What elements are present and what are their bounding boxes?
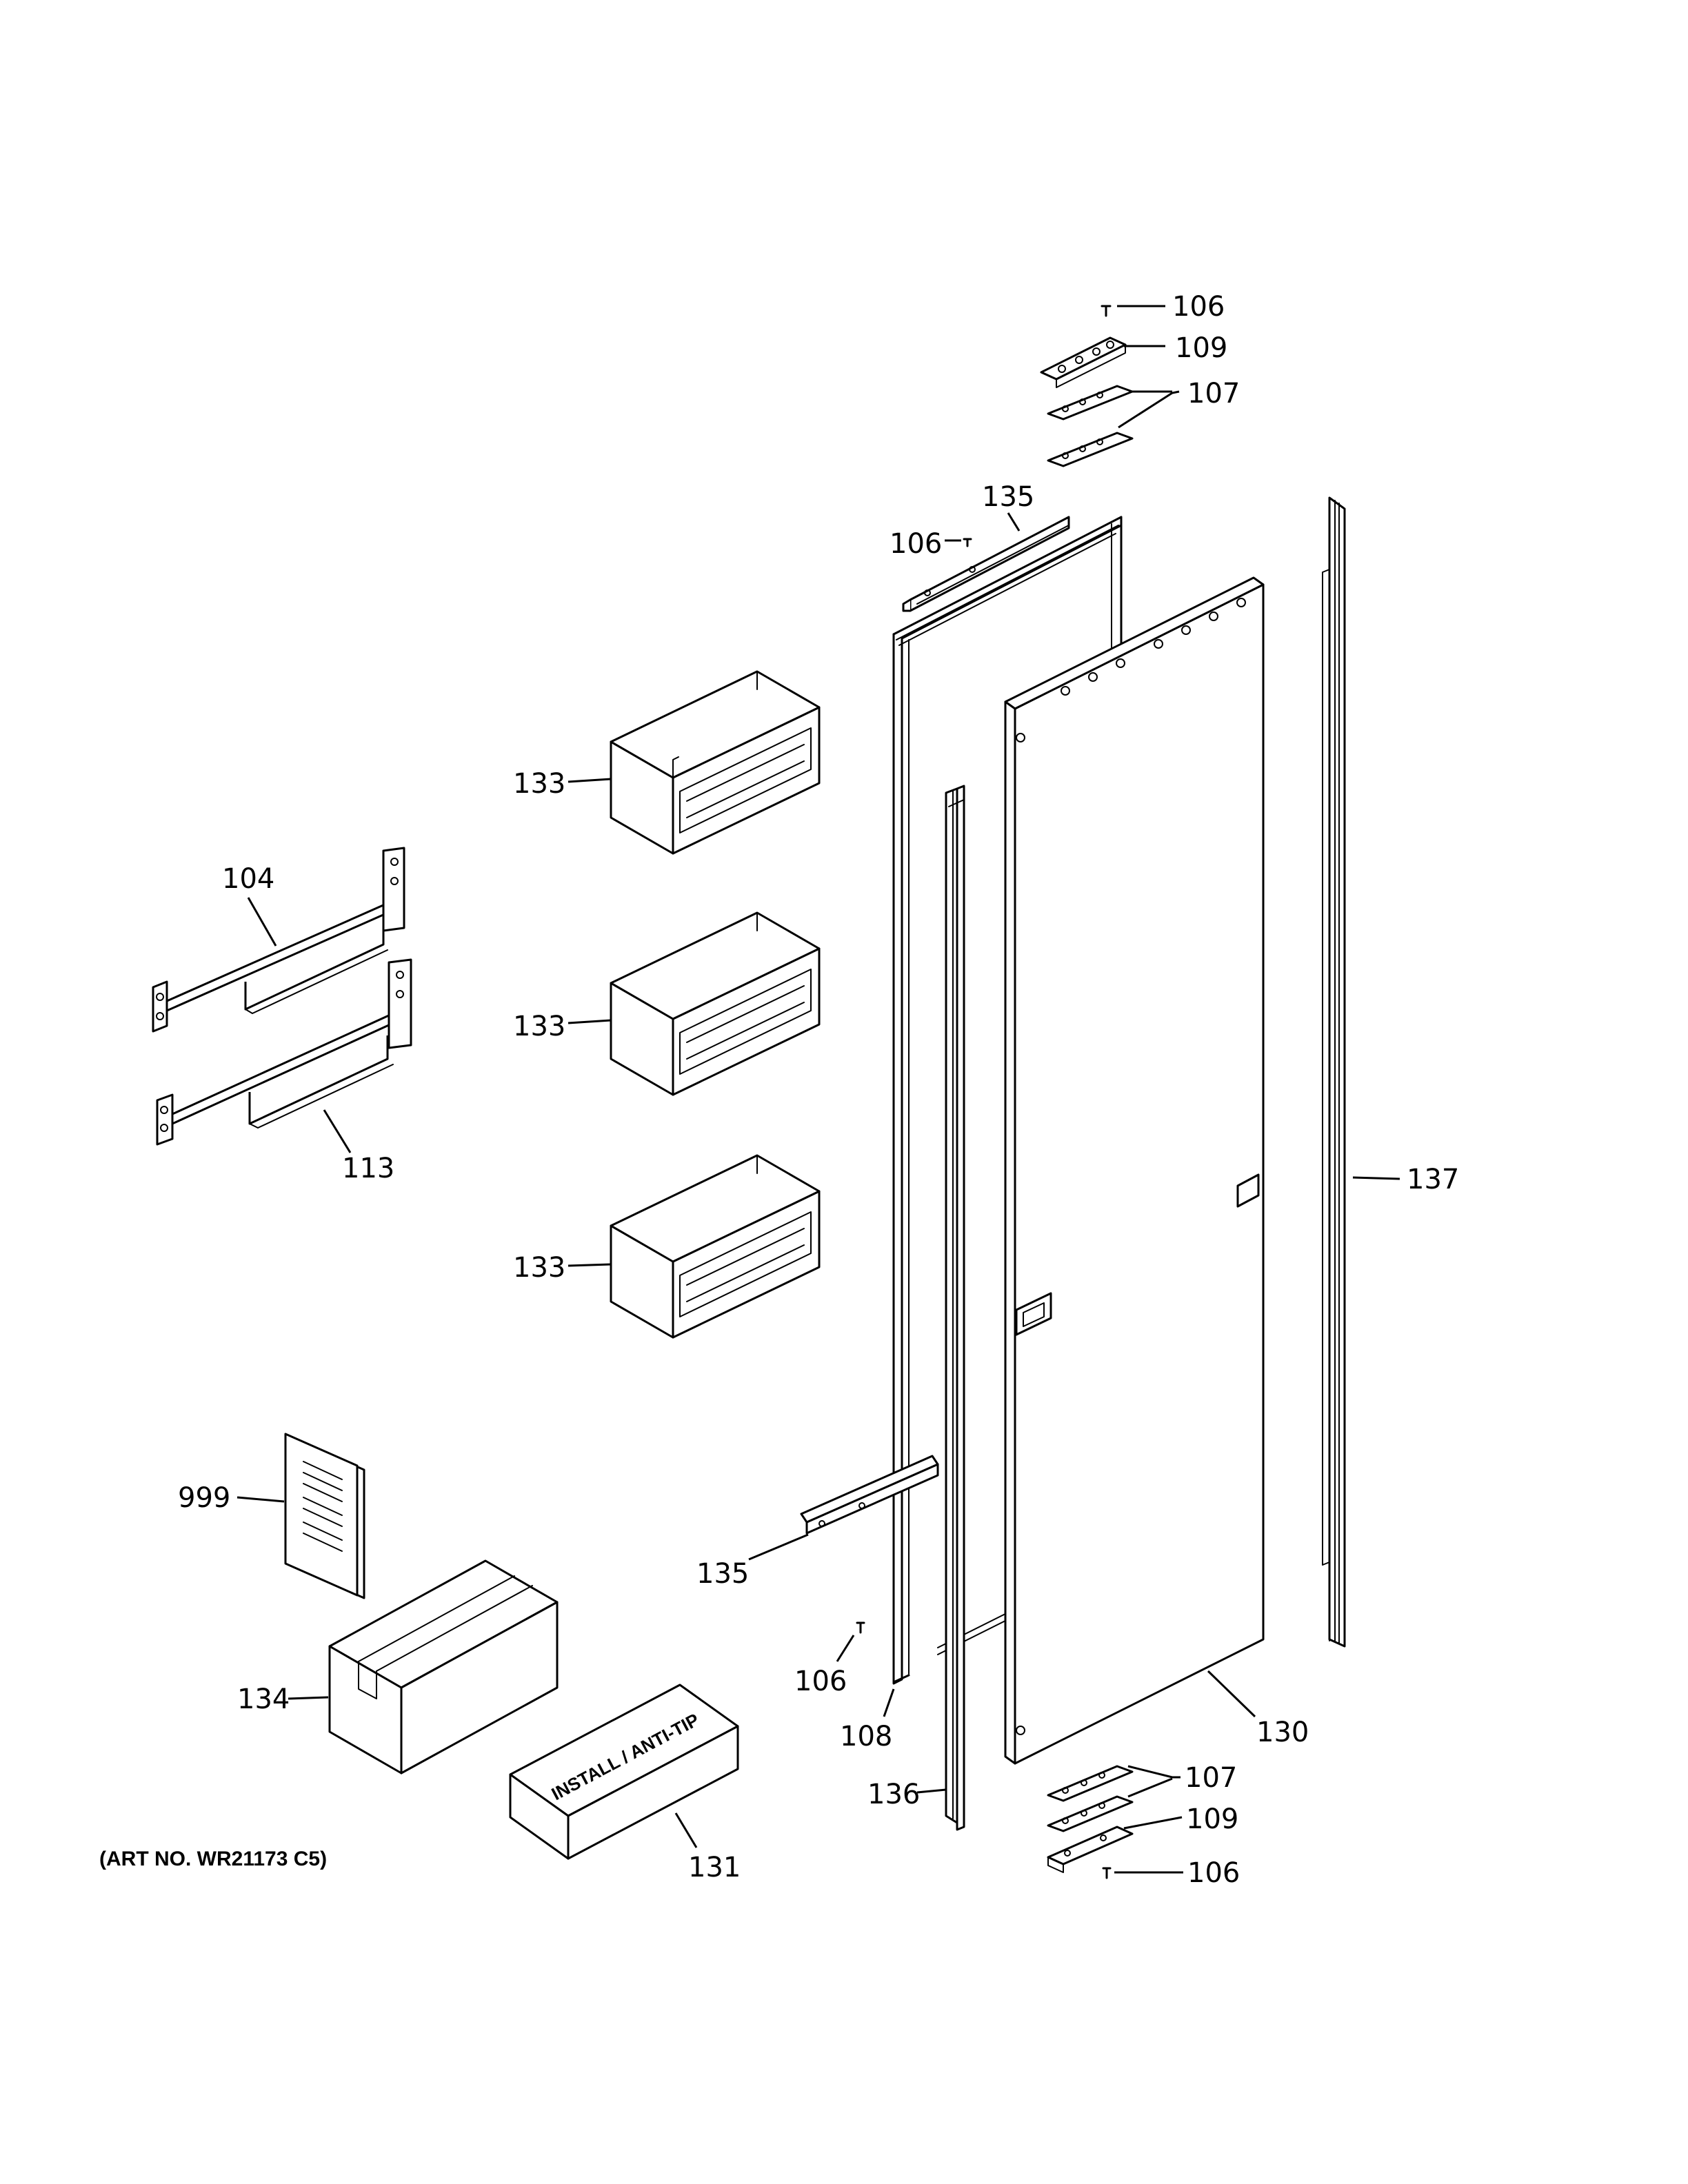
callout-133-c: 133 <box>513 1252 565 1284</box>
gasket-108 <box>883 516 1123 1717</box>
carton-134 <box>288 1559 559 1775</box>
callout-104: 104 <box>222 863 274 895</box>
callout-135-bottom: 135 <box>696 1558 749 1590</box>
screw-106-top <box>1101 305 1165 317</box>
callout-108: 108 <box>840 1721 892 1752</box>
callout-136: 136 <box>867 1779 920 1810</box>
screw-106-lower <box>836 1621 865 1662</box>
hinge-109-bottom <box>1047 1816 1183 1873</box>
callout-131: 131 <box>688 1852 741 1883</box>
callout-106-bottom: 106 <box>1187 1857 1240 1889</box>
callout-109-top: 109 <box>1175 332 1227 364</box>
storage-bin-133-a <box>567 670 821 855</box>
callout-135-top: 135 <box>982 481 1034 513</box>
callout-133-a: 133 <box>513 768 565 800</box>
trim-strip-135-top <box>902 512 1070 612</box>
callout-106-top: 106 <box>1172 291 1225 323</box>
callout-109-bottom: 109 <box>1186 1803 1238 1835</box>
callout-106-low: 106 <box>794 1666 847 1697</box>
bracket-104 <box>152 847 405 1033</box>
art-number: (ART NO. WR21173 C5) <box>99 1848 327 1870</box>
literature-999 <box>237 1433 365 1599</box>
shim-107-bottom <box>1047 1765 1180 1832</box>
shim-107-top <box>1047 385 1180 467</box>
callout-133-b: 133 <box>513 1011 565 1042</box>
door-panel-130 <box>1004 576 1265 1765</box>
callout-999: 999 <box>178 1482 230 1514</box>
callout-134: 134 <box>237 1684 290 1715</box>
callout-113: 113 <box>342 1153 394 1184</box>
callout-107-bottom: 107 <box>1185 1762 1237 1794</box>
storage-bin-133-b <box>567 911 821 1096</box>
callout-107-top: 107 <box>1187 378 1240 410</box>
trim-strip-135-bottom <box>748 1455 939 1561</box>
callout-130: 130 <box>1256 1717 1309 1748</box>
hinge-109-top <box>1040 336 1165 388</box>
callout-106-mid: 106 <box>890 528 942 560</box>
handle-trim-136 <box>916 785 965 1831</box>
bracket-113 <box>156 958 412 1153</box>
side-trim-137 <box>1322 496 1400 1648</box>
storage-bin-133-c <box>567 1154 821 1339</box>
install-kit-box-131: INSTALL / ANTI-TIP <box>509 1684 739 1860</box>
screw-106-bottom <box>1102 1867 1183 1879</box>
callout-137: 137 <box>1407 1164 1459 1195</box>
